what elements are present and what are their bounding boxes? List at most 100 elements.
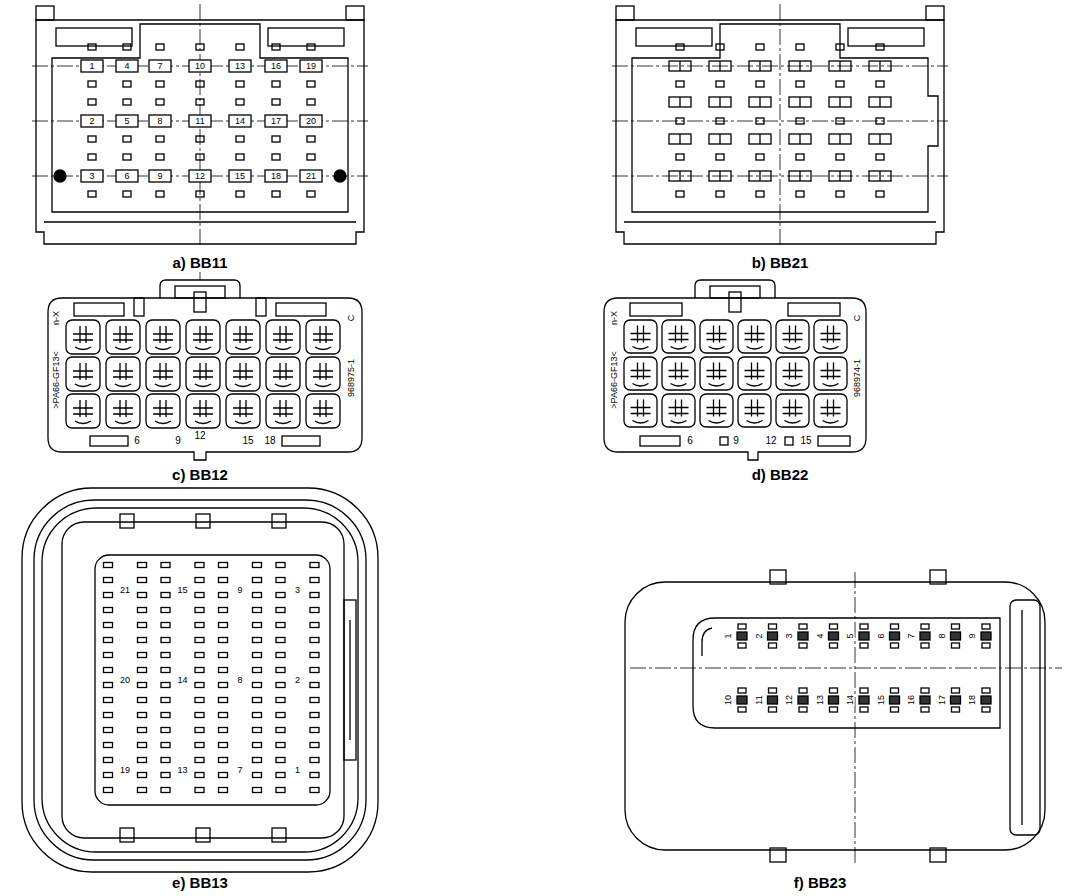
terminal-cavity	[146, 357, 180, 391]
contact-pin	[276, 743, 285, 748]
contact-pin	[709, 134, 731, 144]
terminal-cavity	[821, 363, 841, 387]
terminal-cavity	[814, 320, 847, 353]
terminal-cavity	[783, 363, 803, 387]
contact-pin	[156, 136, 164, 142]
contact-pin	[272, 191, 280, 197]
contact-pin	[982, 624, 990, 629]
contact-pin	[189, 170, 211, 182]
contact-pin	[161, 653, 170, 658]
contact-pin	[236, 136, 244, 142]
terminal-cavity	[233, 326, 253, 350]
contact-pin	[161, 713, 170, 718]
contact-pin	[195, 698, 204, 703]
contact-pin	[138, 653, 147, 658]
contact-pin	[829, 97, 851, 107]
contact-pin	[859, 696, 869, 704]
pin-number: 19	[119, 766, 131, 775]
contact-pin	[769, 688, 777, 693]
pin-number: 3	[785, 632, 794, 639]
part-marking: >PA66-GF13<	[610, 350, 619, 409]
contact-pin	[679, 97, 680, 107]
contact-pin	[719, 61, 720, 71]
pin-number: 6	[123, 172, 130, 181]
terminal-cavity	[821, 400, 841, 424]
pin-number: 17	[937, 694, 946, 706]
contact-pin	[272, 154, 280, 160]
terminal-cavity	[738, 394, 771, 427]
pin-number: 3	[294, 586, 301, 595]
contact-pin	[138, 698, 147, 703]
pin-number: 20	[305, 117, 317, 126]
contact-pin	[195, 578, 204, 583]
contact-pin	[869, 134, 891, 144]
contact-pin	[276, 593, 285, 598]
contact-pin	[879, 61, 880, 71]
contact-pin	[253, 698, 262, 703]
terminal-cavity	[669, 326, 689, 350]
pin-number: 15	[876, 694, 885, 706]
contact-pin	[769, 624, 777, 629]
connector-bb12	[48, 272, 362, 460]
contact-pin	[891, 688, 899, 693]
terminal-cavity	[273, 400, 293, 424]
pin-number: 17	[270, 117, 282, 126]
contact-pin	[276, 683, 285, 688]
terminal-cavity	[266, 320, 300, 354]
contact-pin	[789, 97, 811, 107]
contact-pin	[276, 668, 285, 673]
contact-pin	[920, 632, 930, 640]
part-marking: C	[347, 314, 356, 323]
contact-pin	[869, 171, 891, 181]
contact-pin	[104, 653, 113, 658]
contact-pin	[756, 191, 764, 197]
terminal-cavity	[226, 394, 260, 428]
contact-pin	[799, 707, 807, 712]
contact-pin	[719, 171, 720, 181]
pin-number: 15	[241, 436, 254, 446]
contact-pin	[219, 773, 228, 778]
contact-pin	[719, 134, 720, 144]
contact-pin	[951, 696, 961, 704]
terminal-cavity	[113, 363, 133, 387]
pin-number: 21	[305, 172, 317, 181]
contact-pin	[195, 593, 204, 598]
terminal-cavity	[776, 357, 809, 390]
contact-pin	[756, 44, 764, 50]
terminal-cavity	[73, 400, 93, 424]
pin-number: 9	[156, 172, 163, 181]
contact-pin	[679, 134, 680, 144]
terminal-cavity	[624, 357, 657, 390]
contact-pin	[195, 743, 204, 748]
terminal-cavity	[814, 357, 847, 390]
contact-pin	[276, 728, 285, 733]
terminal-cavity	[313, 363, 333, 387]
contact-pin	[799, 624, 807, 629]
contact-pin	[836, 191, 844, 197]
contact-pin	[759, 171, 760, 181]
terminal-cavity	[186, 357, 220, 391]
terminal-cavity	[821, 326, 841, 350]
figure-caption: b) BB21	[752, 255, 809, 270]
contact-pin	[161, 563, 170, 568]
contact-pin	[149, 170, 171, 182]
contact-pin	[104, 728, 113, 733]
terminal-cavity	[669, 400, 689, 424]
terminal-cavity	[226, 357, 260, 391]
pin-number: 6	[133, 436, 141, 446]
contact-pin	[138, 743, 147, 748]
connector-bb22	[604, 280, 866, 460]
terminal-cavity	[66, 320, 100, 354]
pin-number: 6	[686, 436, 694, 446]
terminal-cavity	[113, 326, 133, 350]
contact-pin	[716, 118, 724, 124]
contact-pin	[219, 578, 228, 583]
contact-pin	[156, 191, 164, 197]
contact-pin	[88, 154, 96, 160]
pin-number: 2	[754, 632, 763, 639]
contact-pin	[829, 61, 851, 71]
contact-pin	[738, 624, 746, 629]
pin-number: 16	[270, 62, 282, 71]
contact-pin	[196, 191, 204, 197]
